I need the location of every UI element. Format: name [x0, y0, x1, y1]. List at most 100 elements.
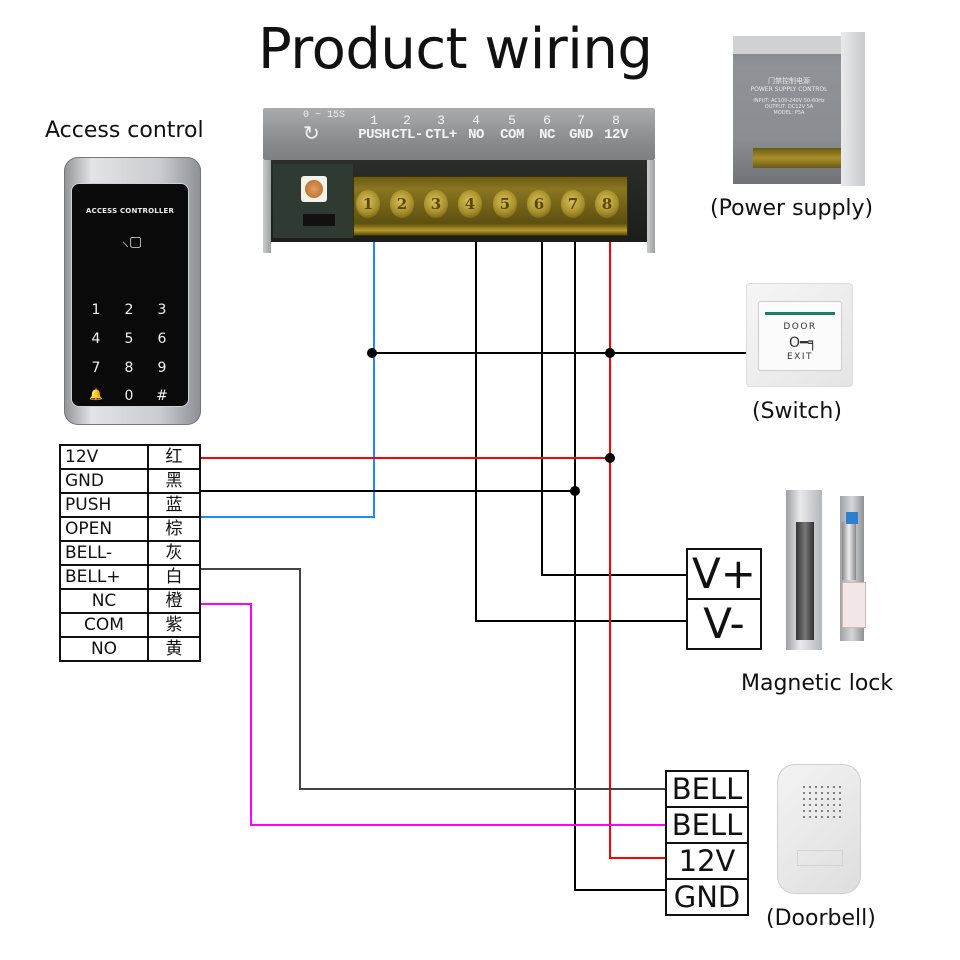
exit-switch-photo: DOOR O━╕ EXIT — [746, 283, 853, 387]
pin-signal: OPEN — [59, 516, 149, 542]
table-row: BELL+白 — [59, 564, 201, 590]
rfid-card-icon: ⸜▢ — [122, 234, 143, 250]
access-controller-keypad: ACCESS CONTROLLER ⸜▢ 1 2 3 4 5 6 7 8 9 🔔… — [64, 157, 201, 425]
wire-bell-plus — [201, 603, 667, 826]
pin-color: 黑 — [147, 468, 201, 494]
pin-signal: BELL+ — [59, 564, 149, 590]
junction-dot — [605, 453, 615, 463]
junction-dot — [570, 486, 580, 496]
bell-terminal: BELL — [667, 808, 747, 844]
exit-button: DOOR O━╕ EXIT — [758, 301, 842, 371]
terminal-screw-3[interactable]: 3 — [424, 190, 448, 218]
timer-range-label: 0 ~ 15S — [303, 110, 346, 121]
pin-signal: 12V — [59, 444, 149, 470]
keypad-key-3[interactable]: 3 — [157, 302, 167, 318]
key-icon: O━╕ — [789, 335, 817, 351]
pin-color: 橙 — [147, 588, 201, 614]
pin-color: 紫 — [147, 612, 201, 638]
terminal-screw-1[interactable]: 1 — [356, 190, 380, 218]
keypad-key-1[interactable]: 1 — [91, 302, 101, 318]
terminal-screw-5[interactable]: 5 — [493, 190, 517, 218]
bell-terminal-box: BELL BELL 12V GND — [665, 770, 749, 916]
terminal-screw-8[interactable]: 8 — [595, 190, 619, 218]
board-side — [647, 160, 655, 253]
junction-dot — [367, 348, 377, 358]
wire-nc — [541, 236, 688, 576]
magnetic-lock-caption: Magnetic lock — [741, 671, 894, 696]
terminal-screw-2[interactable]: 2 — [390, 190, 414, 218]
switch-caption: (Switch) — [752, 399, 842, 424]
wire-12v-red — [609, 236, 667, 859]
lock-terminal-vminus: V- — [703, 599, 745, 648]
armature-plate-photo — [840, 496, 866, 641]
psu-spec-line: MODEL: P5A — [773, 110, 805, 116]
psu-title-cn: 门禁控制电源 — [768, 77, 810, 85]
bell-icon[interactable]: 🔔 — [89, 388, 103, 401]
power-supply-caption: (Power supply) — [710, 196, 874, 221]
keypad-brand: ACCESS CONTROLLER — [85, 207, 175, 215]
pin-color: 白 — [147, 564, 201, 590]
keypad-key-0[interactable]: 0 — [124, 388, 134, 404]
keypad-key-8[interactable]: 8 — [124, 360, 134, 376]
pin-signal: GND — [59, 468, 149, 494]
keypad-screen: ACCESS CONTROLLER ⸜▢ 1 2 3 4 5 6 7 8 9 🔔… — [71, 183, 189, 407]
psu-spec-line: OUTPUT: DC12V 5A — [764, 104, 814, 110]
keypad-key-9[interactable]: 9 — [157, 360, 167, 376]
pin-color: 棕 — [147, 516, 201, 542]
board-side — [263, 160, 271, 253]
pin-color: 黄 — [147, 636, 201, 662]
terminal-screw-4[interactable]: 4 — [458, 190, 482, 218]
pin-signal: NC — [59, 588, 149, 614]
wire-push-blue — [201, 236, 375, 518]
keypad-key-7[interactable]: 7 — [91, 360, 101, 376]
terminal-screw-7[interactable]: 7 — [561, 190, 585, 218]
access-control-caption: Access control — [45, 118, 204, 143]
switch-label-door: DOOR — [783, 322, 817, 332]
psu-spec-line: INPUT: AC100-240V 50-60Hz — [753, 98, 825, 104]
pin-color: 蓝 — [147, 492, 201, 518]
keypad-key-hash[interactable]: # — [156, 388, 168, 404]
wire-gnd — [574, 236, 667, 891]
magnetic-lock-photo — [786, 490, 822, 650]
wire-no — [475, 236, 688, 622]
lock-terminal-vplus: V+ — [688, 550, 760, 600]
keypad-key-2[interactable]: 2 — [124, 302, 134, 318]
pin-signal: PUSH — [59, 492, 149, 518]
doorbell-photo — [777, 764, 861, 894]
terminal-block: 1 2 3 4 5 6 7 8 — [353, 176, 628, 236]
delay-potentiometer[interactable] — [301, 176, 327, 202]
terminal-screw-6[interactable]: 6 — [527, 190, 551, 218]
power-supply-photo: 门禁控制电源 POWER SUPPLY CONTROL INPUT: AC100… — [733, 32, 865, 186]
lock-label-tag — [842, 582, 866, 628]
keypad-key-4[interactable]: 4 — [91, 331, 101, 347]
pin-signal: BELL- — [59, 540, 149, 566]
bell-terminal-gnd: GND — [673, 880, 741, 914]
doorbell-caption: (Doorbell) — [766, 906, 876, 931]
pin-signal: COM — [59, 612, 149, 638]
page-title: Product wiring — [258, 17, 653, 82]
pin-color: 红 — [147, 444, 201, 470]
bell-terminal: BELL — [667, 772, 747, 808]
keypad-key-5[interactable]: 5 — [124, 331, 134, 347]
speaker-grill — [801, 784, 841, 822]
psu-terminal-block — [753, 148, 841, 168]
keypad-key-6[interactable]: 6 — [157, 331, 167, 347]
bell-terminal-12v: 12V — [667, 844, 747, 880]
